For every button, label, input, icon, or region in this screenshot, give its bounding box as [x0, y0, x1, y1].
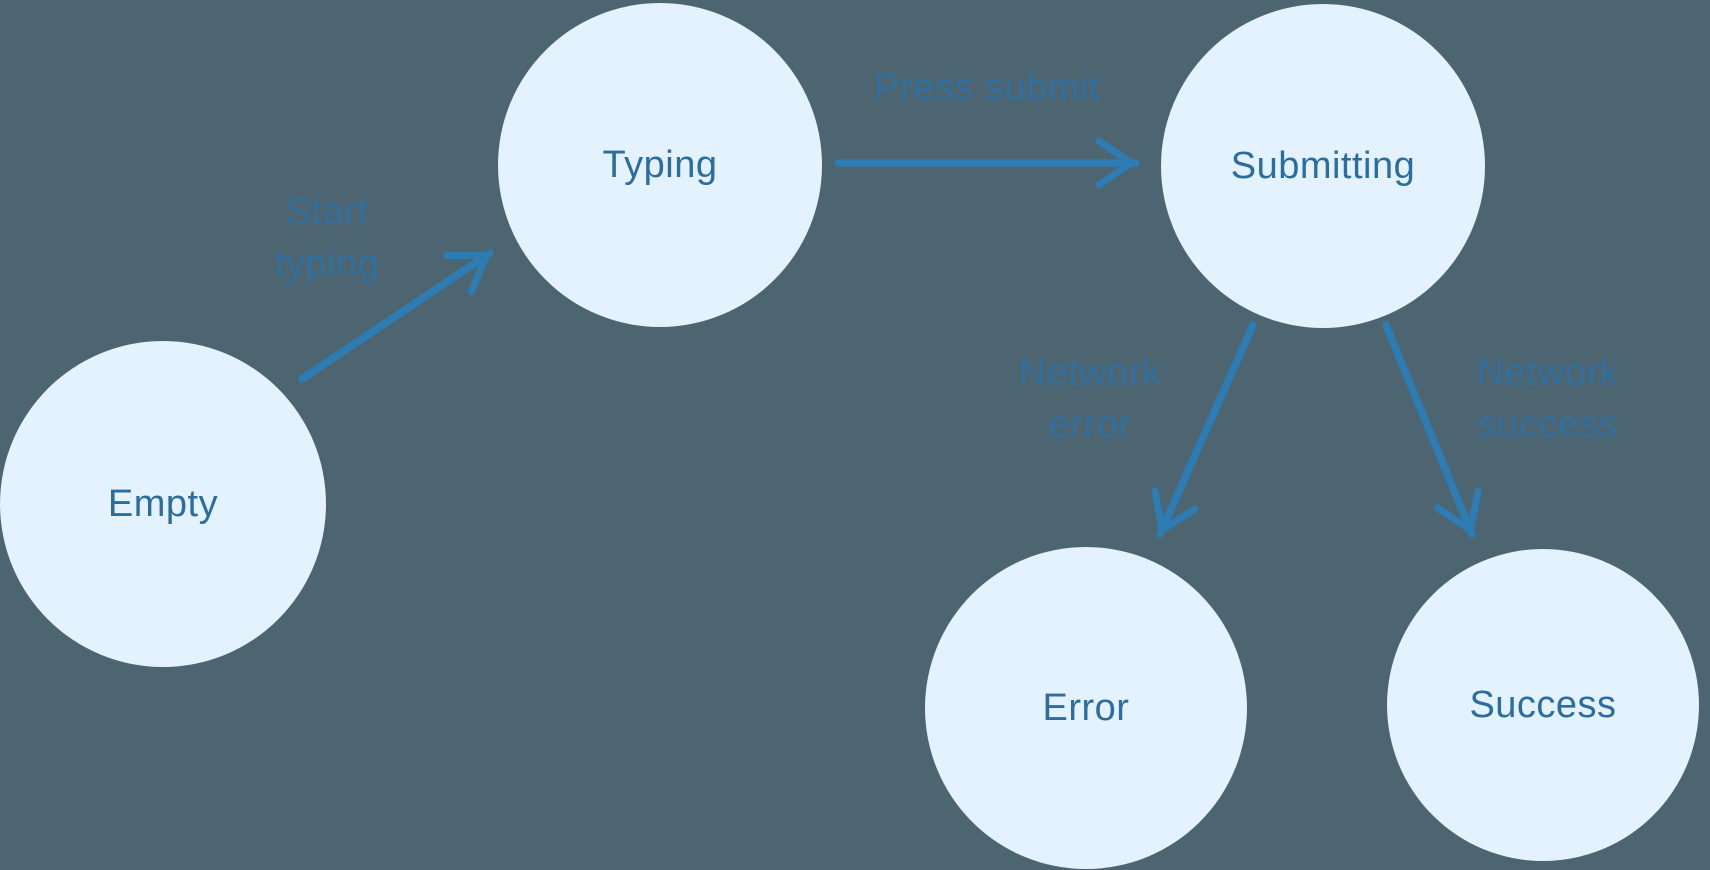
state-node-typing: Typing [498, 3, 822, 327]
transition-label-line: Network [1018, 352, 1162, 394]
transition-label-press-submit: Press submit [874, 62, 1100, 114]
state-node-label: Success [1469, 683, 1617, 726]
state-node-empty: Empty [0, 341, 326, 667]
state-node-success: Success [1387, 549, 1699, 861]
transition-label-network-success: Network success [1477, 347, 1620, 451]
state-node-label: Typing [602, 143, 718, 186]
transition-label-line: Network [1476, 352, 1620, 394]
transition-label-network-error: Network error [1019, 347, 1162, 451]
transition-arrow-network-success [1382, 321, 1482, 538]
transition-arrow-start-typing [298, 249, 494, 383]
transition-label-line: Press submit [874, 67, 1100, 109]
transition-label-line: typing [274, 243, 380, 285]
transition-label-line: success [1477, 404, 1619, 446]
transition-label-line: error [1048, 404, 1132, 446]
transition-label-line: Start [285, 191, 369, 233]
state-node-label: Error [1042, 686, 1130, 729]
state-node-submitting: Submitting [1161, 4, 1485, 328]
state-node-label: Empty [107, 482, 219, 525]
state-node-error: Error [925, 547, 1247, 869]
transition-label-start-typing: Start typing [275, 186, 379, 290]
state-node-label: Submitting [1230, 144, 1416, 187]
transition-arrow-network-error [1151, 321, 1257, 538]
